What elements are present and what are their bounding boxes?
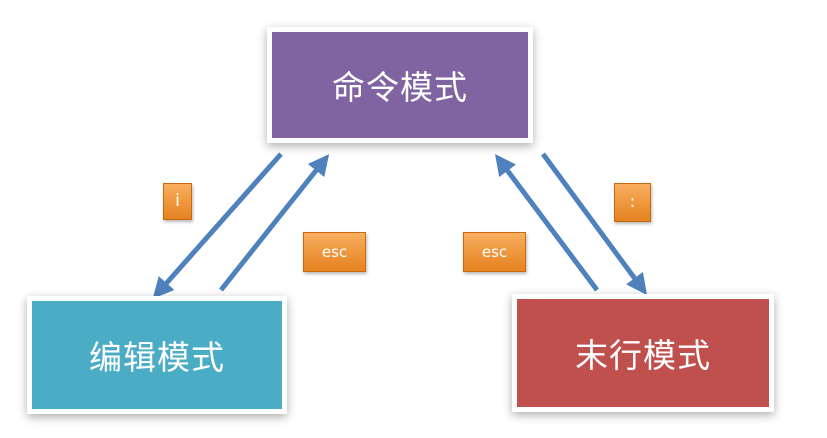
edit-mode-box: 编辑模式 (27, 296, 287, 414)
key-i-badge: i (163, 183, 192, 220)
key-esc-last-line-label: esc (481, 243, 508, 261)
last-line-mode-label: 末行模式 (575, 336, 711, 375)
command-mode-label: 命令模式 (332, 68, 468, 107)
key-colon-badge: : (614, 183, 651, 222)
arrow-edit-to-command (219, 154, 330, 292)
command-mode-box: 命令模式 (267, 27, 533, 143)
key-colon-label: : (629, 192, 636, 212)
arrow-command-to-last-line (540, 152, 647, 296)
key-i-label: i (175, 191, 180, 211)
last-line-mode-box: 末行模式 (512, 294, 774, 412)
key-esc-edit-badge: esc (303, 232, 366, 272)
edit-mode-label: 编辑模式 (89, 338, 225, 377)
key-esc-edit-label: esc (321, 243, 348, 261)
key-esc-last-line-badge: esc (463, 232, 526, 272)
arrow-command-to-edit (152, 152, 283, 299)
arrow-last-line-to-command (495, 153, 599, 292)
